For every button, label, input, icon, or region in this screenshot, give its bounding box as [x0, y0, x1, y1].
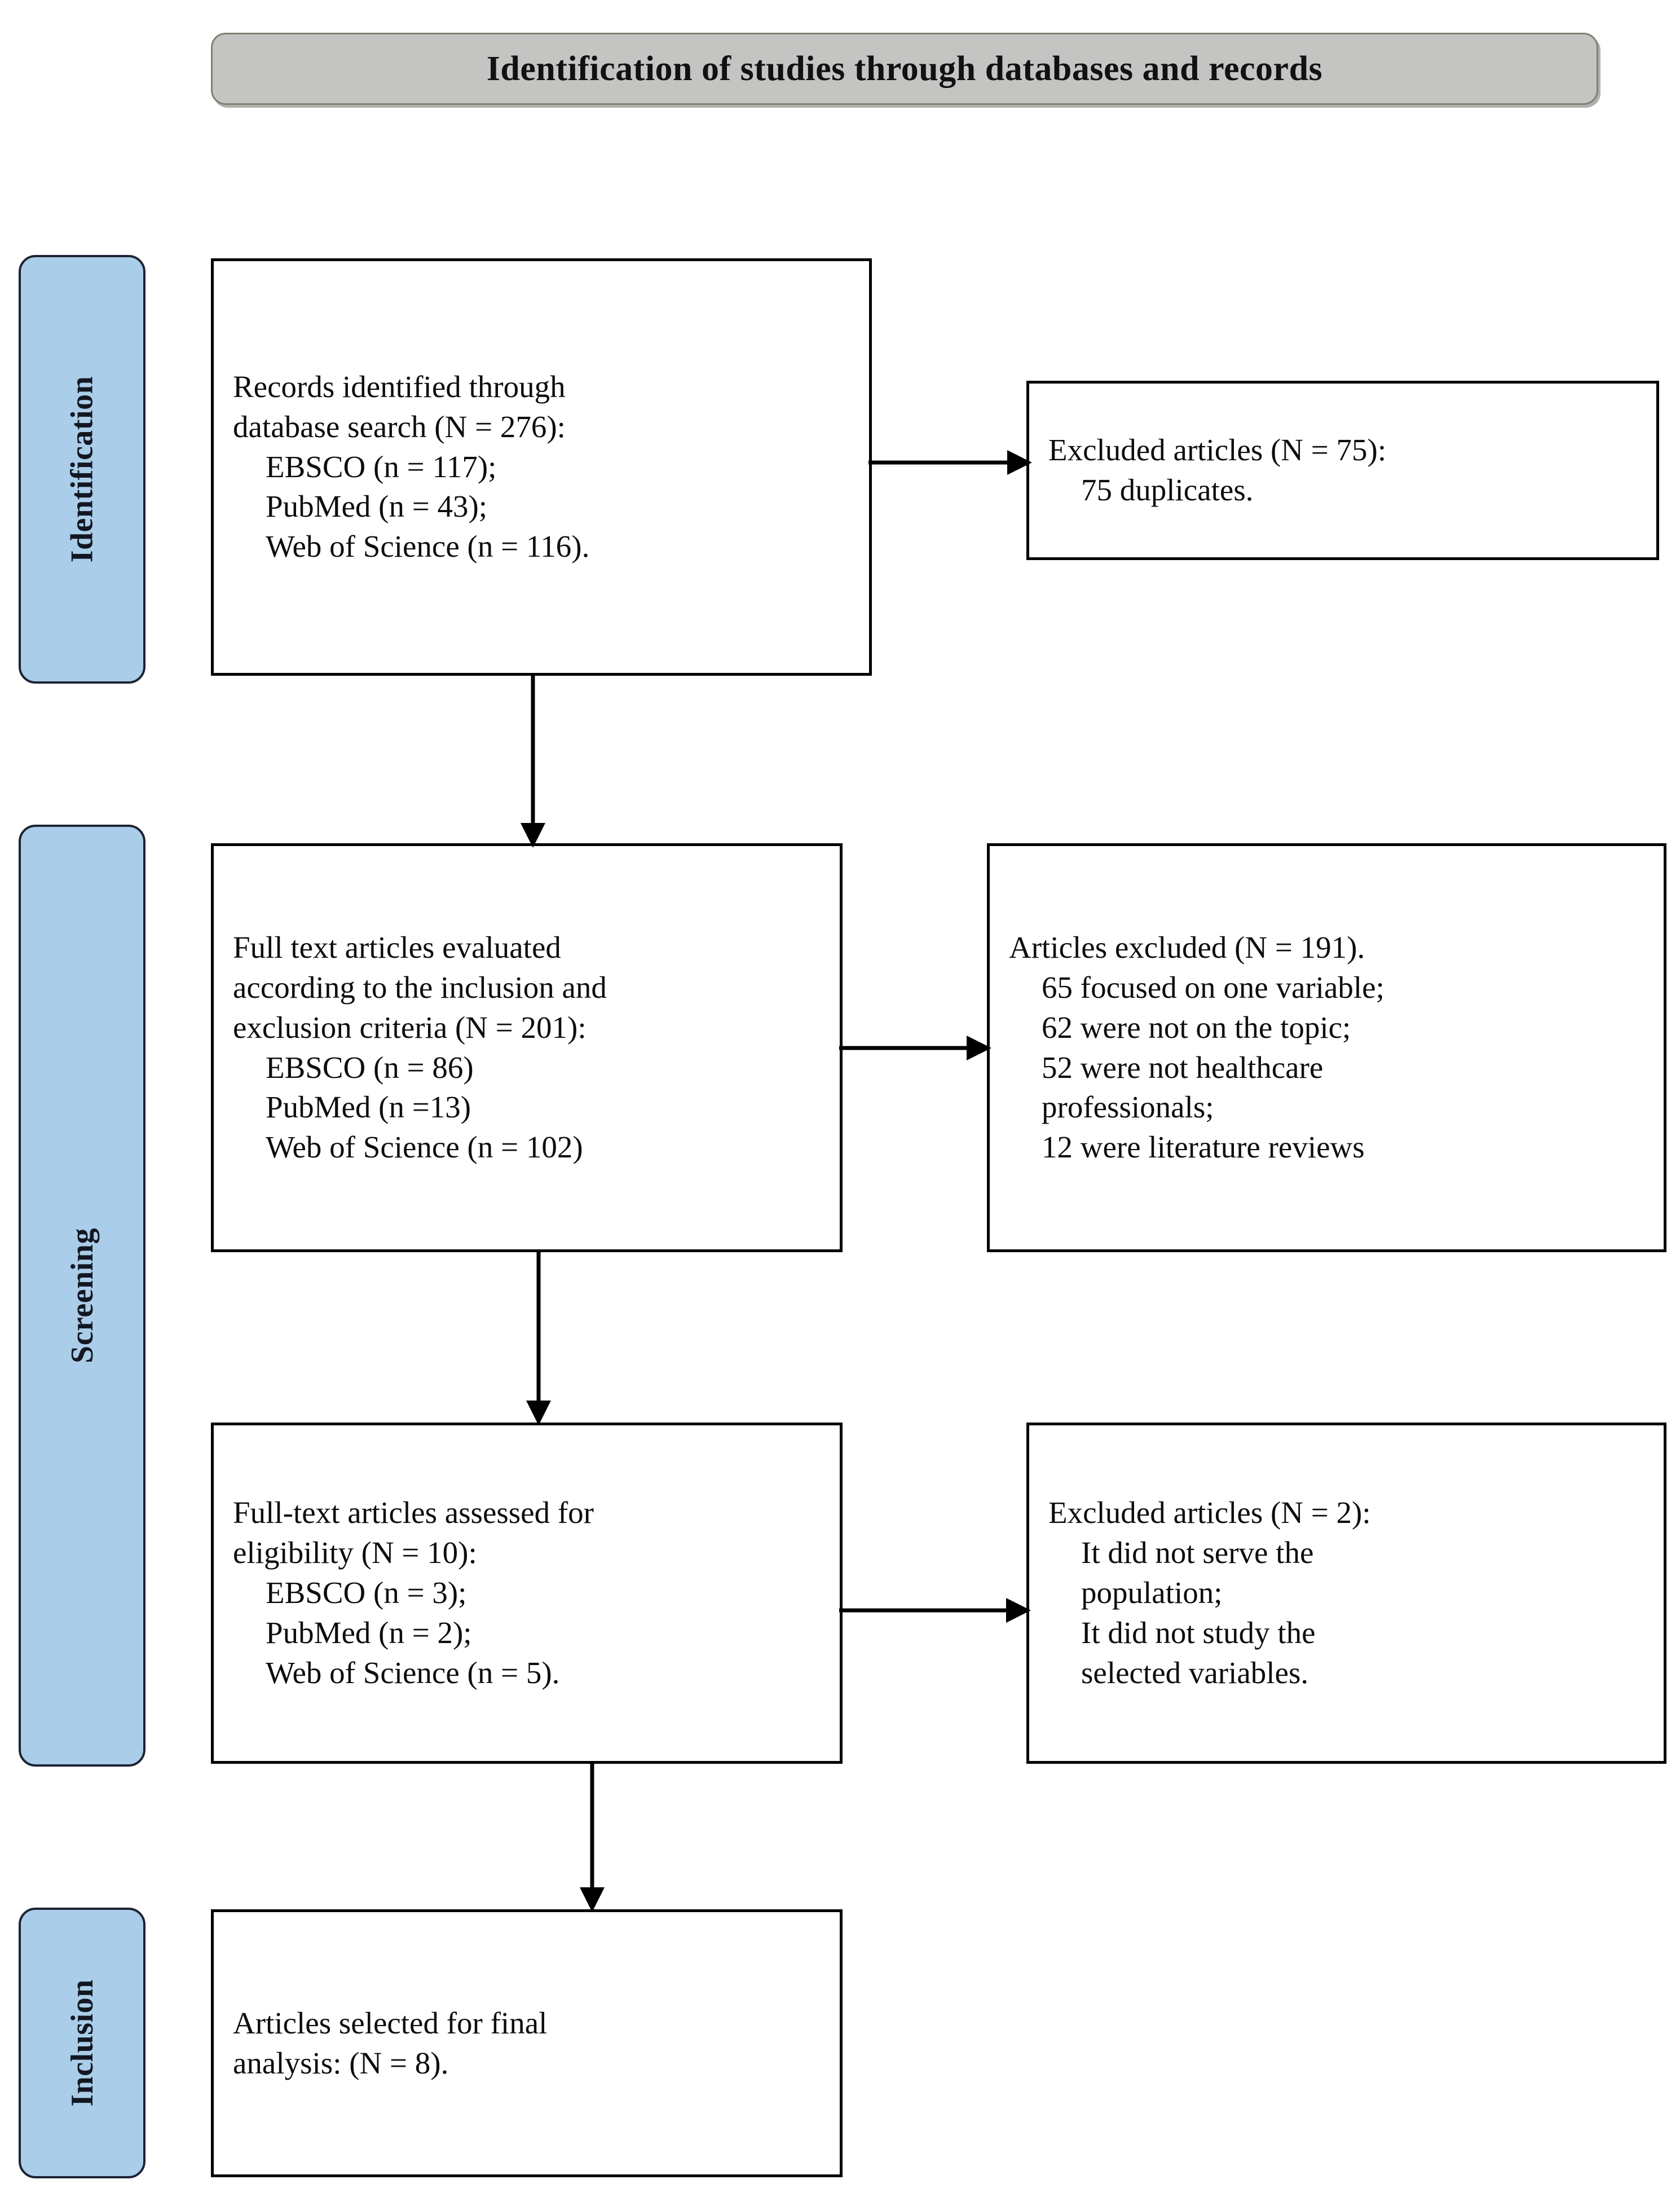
text-line: according to the inclusion and	[233, 970, 607, 1005]
text-line: population;	[1081, 1575, 1223, 1610]
arrow-fulltext-evaluated-to-articles-excluded	[839, 1031, 991, 1065]
text-line: EBSCO (n = 86)	[266, 1050, 474, 1085]
stage-label-inclusion: Inclusion	[19, 1908, 145, 2178]
text-line: Web of Science (n = 116).	[266, 529, 590, 564]
text-line: 75 duplicates.	[1081, 473, 1254, 507]
text-line: eligibility (N = 10):	[233, 1535, 477, 1570]
box-records-identified-lines: Records identified through database sear…	[214, 367, 869, 567]
box-eligibility-assessed-lines: Full-text articles assessed for eligibil…	[214, 1493, 840, 1693]
text-line: Web of Science (n = 5).	[266, 1655, 560, 1690]
text-line: database search (N = 276):	[233, 409, 566, 444]
text-line: 12 were literature reviews	[1042, 1130, 1365, 1165]
text-line: EBSCO (n = 117);	[266, 449, 497, 484]
box-eligibility-assessed: Full-text articles assessed for eligibil…	[211, 1423, 843, 1764]
stage-label-screening: Screening	[19, 825, 145, 1767]
stage-label-identification-text: Identification	[64, 376, 100, 563]
text-line: Web of Science (n = 102)	[266, 1130, 583, 1165]
box-excluded-articles-two: Excluded articles (N = 2): It did not se…	[1026, 1423, 1666, 1764]
diagram-title-banner: Identification of studies through databa…	[211, 33, 1598, 105]
box-final-selection-lines: Articles selected for final analysis: (N…	[214, 2004, 840, 2084]
arrow-eligibility-to-final-selection	[575, 1761, 609, 1912]
box-articles-excluded: Articles excluded (N = 191). 65 focused …	[987, 843, 1666, 1252]
text-line: Articles excluded (N = 191).	[1009, 930, 1365, 965]
text-line: It did not study the	[1081, 1615, 1316, 1650]
box-fulltext-evaluated: Full text articles evaluated according t…	[211, 843, 843, 1252]
box-records-identified: Records identified through database sear…	[211, 258, 872, 676]
text-line: It did not serve the	[1081, 1535, 1314, 1570]
stage-label-inclusion-text: Inclusion	[64, 1979, 100, 2107]
text-line: Full-text articles assessed for	[233, 1495, 594, 1530]
text-line: Excluded articles (N = 2):	[1048, 1495, 1371, 1530]
arrow-fulltext-evaluated-to-eligibility	[522, 1249, 555, 1425]
box-excluded-articles-two-lines: Excluded articles (N = 2): It did not se…	[1029, 1493, 1664, 1693]
text-line: Full text articles evaluated	[233, 930, 561, 965]
page-title: Identification of studies through databa…	[486, 49, 1323, 88]
text-line: EBSCO (n = 3);	[266, 1575, 467, 1610]
arrow-identified-to-fulltext-evaluated	[516, 673, 550, 848]
text-line: Excluded articles (N = 75):	[1048, 433, 1387, 468]
text-line: 52 were not healthcare	[1042, 1050, 1324, 1085]
text-line: Records identified through	[233, 369, 566, 404]
stage-label-identification: Identification	[19, 255, 145, 684]
stage-label-screening-text: Screening	[64, 1228, 100, 1363]
text-line: exclusion criteria (N = 201):	[233, 1010, 587, 1045]
box-excluded-duplicates-lines: Excluded articles (N = 75): 75 duplicate…	[1029, 430, 1656, 510]
text-line: selected variables.	[1081, 1655, 1309, 1690]
box-excluded-duplicates: Excluded articles (N = 75): 75 duplicate…	[1026, 381, 1659, 560]
text-line: PubMed (n = 2);	[266, 1615, 472, 1650]
text-line: professionals;	[1042, 1090, 1214, 1125]
text-line: analysis: (N = 8).	[233, 2045, 449, 2080]
text-line: PubMed (n =13)	[266, 1090, 471, 1125]
arrow-eligibility-to-excluded-two	[839, 1593, 1031, 1627]
box-articles-excluded-lines: Articles excluded (N = 191). 65 focused …	[990, 928, 1664, 1168]
arrow-identified-to-excluded-duplicates	[868, 446, 1032, 479]
box-final-selection: Articles selected for final analysis: (N…	[211, 1909, 843, 2177]
text-line: Articles selected for final	[233, 2005, 548, 2040]
box-fulltext-evaluated-lines: Full text articles evaluated according t…	[214, 928, 840, 1168]
text-line: PubMed (n = 43);	[266, 489, 488, 524]
text-line: 62 were not on the topic;	[1042, 1010, 1351, 1045]
text-line: 65 focused on one variable;	[1042, 970, 1384, 1005]
